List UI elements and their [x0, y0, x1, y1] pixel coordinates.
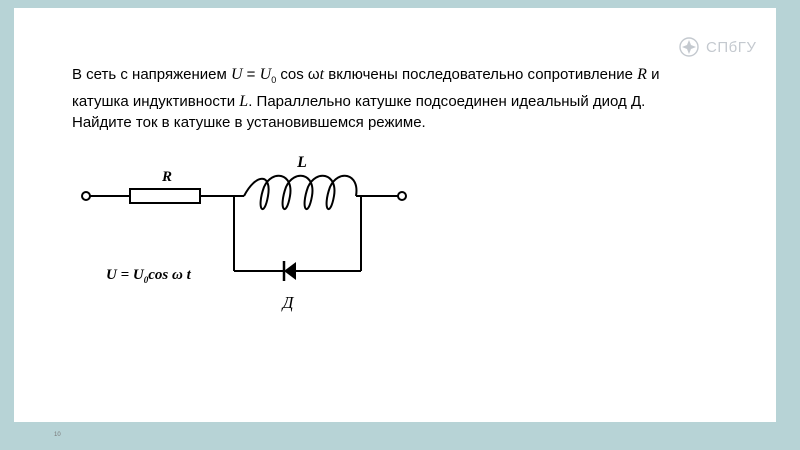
problem-line-1: В сеть с напряжением U = U0 cos ωt включ… [72, 66, 660, 85]
right-terminal [397, 191, 407, 201]
problem-statement: В сеть с напряжением U = U0 cos ωt включ… [72, 64, 712, 133]
problem-line-3: Найдите ток в катушке в установившемся р… [72, 114, 426, 131]
diode-triangle [284, 262, 296, 280]
inductor-label: L [296, 154, 307, 171]
problem-line-2: катушка индуктивности L. Параллельно кат… [72, 93, 646, 110]
inductor-coil [243, 174, 358, 211]
resistor-label: R [161, 169, 172, 185]
circuit-diagram: R L Д U = U0cos ω t [81, 154, 407, 312]
page-number: 10 [54, 432, 61, 438]
slide: СПбГУ В сеть с напряжением U = U0 cos ωt… [14, 8, 776, 422]
logo-text: СПбГУ [706, 38, 757, 56]
source-formula: U = U0cos ω t [106, 267, 192, 285]
resistor [129, 188, 201, 204]
left-terminal [81, 191, 91, 201]
spbu-crest-icon [679, 37, 699, 57]
spbu-logo: СПбГУ [678, 36, 756, 58]
diode-label: Д [281, 293, 295, 312]
